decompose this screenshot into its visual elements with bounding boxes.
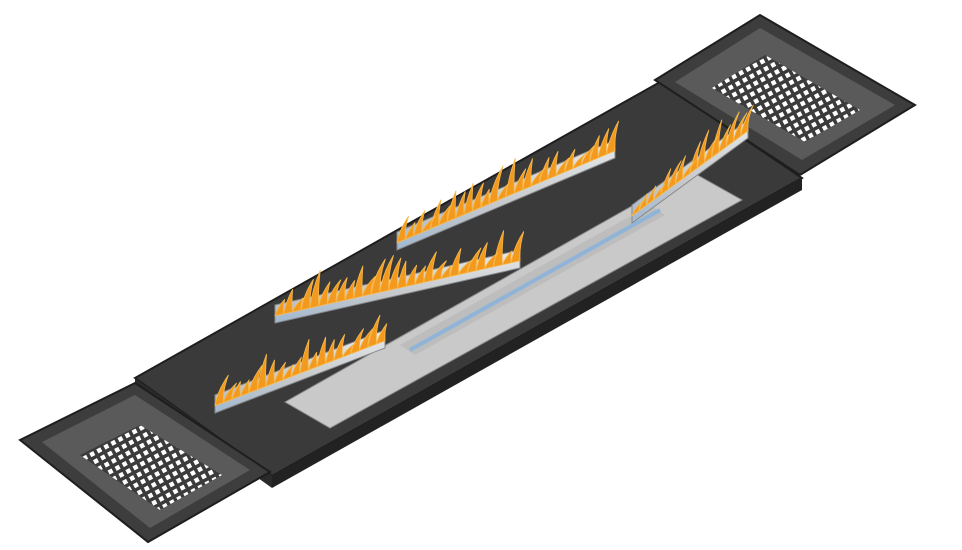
flame-log-4 bbox=[631, 104, 754, 224]
burner-tray bbox=[133, 80, 804, 488]
left-media-basket bbox=[18, 381, 272, 544]
flame bbox=[631, 104, 754, 217]
flame-logs bbox=[214, 104, 754, 414]
steel-burner-plate bbox=[283, 171, 744, 429]
flame-log-2 bbox=[274, 230, 525, 324]
flame bbox=[396, 120, 620, 244]
flame bbox=[274, 230, 525, 317]
flame-log-1 bbox=[396, 120, 620, 251]
right-media-basket bbox=[653, 13, 917, 177]
flame-log-3 bbox=[214, 314, 388, 414]
flame bbox=[214, 314, 388, 407]
